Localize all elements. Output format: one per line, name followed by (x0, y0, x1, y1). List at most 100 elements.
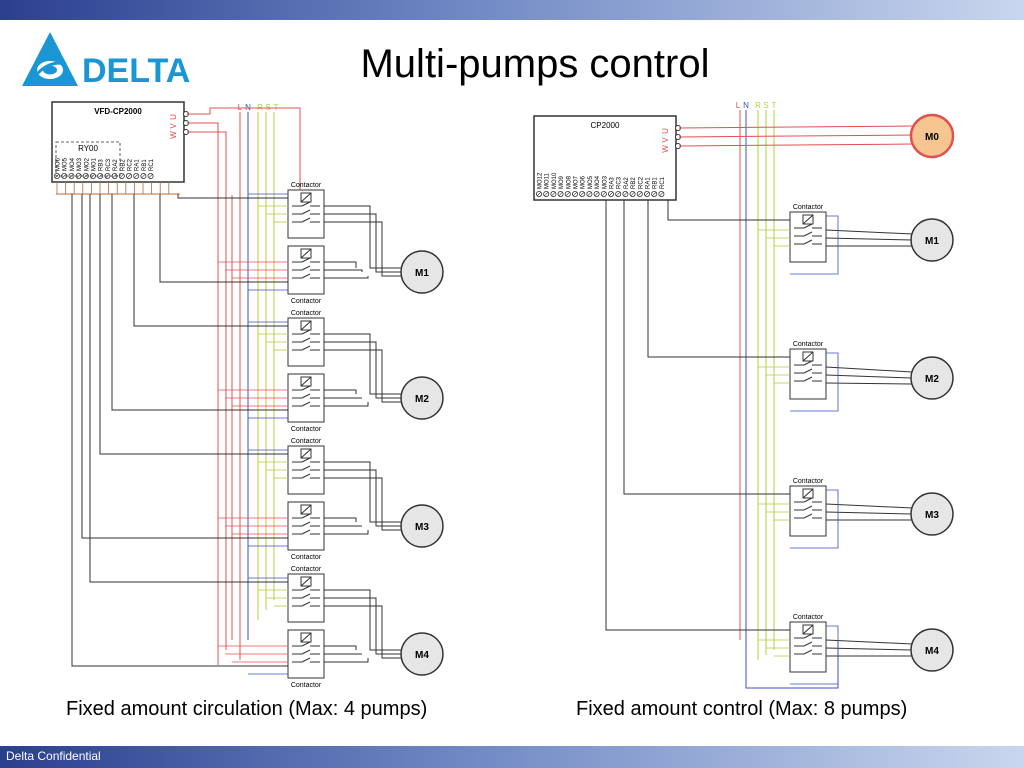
terminal-label: MO6 (581, 175, 587, 189)
uvw-label: V (661, 137, 670, 143)
wire (659, 191, 664, 197)
wire (605, 200, 790, 631)
contactor-label: Contactor (793, 478, 824, 485)
terminal-label: MO6 (56, 157, 62, 171)
motor-m0: M0 (909, 113, 955, 159)
wire (99, 194, 288, 455)
wire (594, 191, 599, 197)
motor-label: M4 (415, 650, 429, 661)
motor-circle (400, 504, 444, 548)
contactor-label: Contactor (291, 426, 322, 433)
terminal-label: MO2 (84, 157, 90, 171)
wire (324, 349, 402, 403)
wire (187, 107, 301, 190)
contactor-label: Contactor (291, 310, 322, 317)
wire (324, 645, 357, 650)
contactor-label: Contactor (793, 614, 824, 621)
relay-box (55, 141, 121, 177)
terminal-label: RC1 (660, 176, 666, 189)
motor-m4: M4 (400, 632, 444, 676)
contactor: Contactor (287, 566, 325, 623)
motor-m4: M4 (910, 628, 954, 672)
delta-logo: DELTA (20, 30, 190, 90)
wire (300, 192, 312, 203)
relay-label: RY00 (78, 144, 98, 153)
wire (301, 257, 311, 263)
contactor: Contactor (287, 438, 325, 495)
wire (301, 337, 311, 343)
vfd-outline (533, 115, 677, 201)
logo-text: DELTA (82, 52, 190, 90)
wire (544, 191, 549, 197)
wire (301, 201, 311, 207)
contactor: Contactor (789, 614, 827, 673)
wire (301, 513, 311, 519)
contactor-label: Contactor (291, 438, 322, 445)
wire (301, 593, 311, 599)
terminal-label: RB3 (99, 159, 105, 171)
uvw-label: V (169, 123, 178, 129)
wire (301, 393, 311, 399)
motor-m1: M1 (910, 218, 954, 262)
contactor: Contactor (789, 341, 827, 400)
terminal-label: MO8 (566, 175, 572, 189)
wire (536, 191, 542, 197)
terminal-label: RA3 (610, 177, 616, 189)
wire (601, 191, 606, 197)
wire (825, 374, 913, 379)
wire (301, 265, 311, 271)
terminal-label: RB1 (653, 177, 659, 189)
page-title: Multi-pumps control (360, 42, 710, 86)
wire (301, 385, 311, 391)
motor-m1: M1 (400, 250, 444, 294)
wire (301, 657, 311, 663)
footer-confidential: Delta Confidential (6, 749, 101, 763)
supply-label: N (743, 101, 749, 110)
uvw-label: U (169, 114, 178, 120)
wire (159, 194, 288, 283)
wire (825, 511, 913, 515)
wire (644, 191, 650, 197)
terminal-label: MO5 (588, 175, 594, 189)
wire (678, 143, 913, 147)
wire (803, 633, 813, 639)
terminal-label: MO3 (77, 157, 83, 171)
contactor-label: Contactor (291, 298, 322, 305)
terminal-label: MO9 (559, 175, 565, 189)
wire (324, 341, 402, 399)
wire (300, 632, 312, 643)
motor-circle (400, 250, 444, 294)
wire (825, 503, 913, 509)
wire (177, 194, 288, 199)
wire (324, 530, 369, 535)
terminal-label: MO10 (552, 172, 558, 189)
wire (667, 200, 790, 221)
wire (301, 641, 311, 647)
wire (616, 191, 621, 197)
wire (802, 488, 814, 499)
terminal-label: RC2 (128, 158, 134, 171)
wire (652, 191, 657, 197)
motor-circle (400, 376, 444, 420)
wire (678, 134, 913, 138)
vfd-label: VFD-CP2000 (94, 107, 142, 116)
wire (62, 173, 67, 179)
motor-circle (910, 356, 954, 400)
wire (324, 605, 402, 659)
wire (301, 273, 311, 279)
contactor: Contactor (789, 204, 827, 263)
wire (802, 624, 814, 635)
wire (187, 131, 227, 200)
terminal-label: MO7 (574, 175, 580, 189)
wire (825, 647, 913, 651)
wire (324, 589, 402, 651)
wire (300, 576, 312, 587)
vfd-label: CP2000 (591, 121, 620, 130)
contactor: Contactor (789, 478, 827, 537)
wire (324, 517, 357, 522)
terminal-label: RC3 (617, 176, 623, 189)
wire (324, 213, 402, 273)
wire (324, 477, 402, 531)
wire (301, 521, 311, 527)
